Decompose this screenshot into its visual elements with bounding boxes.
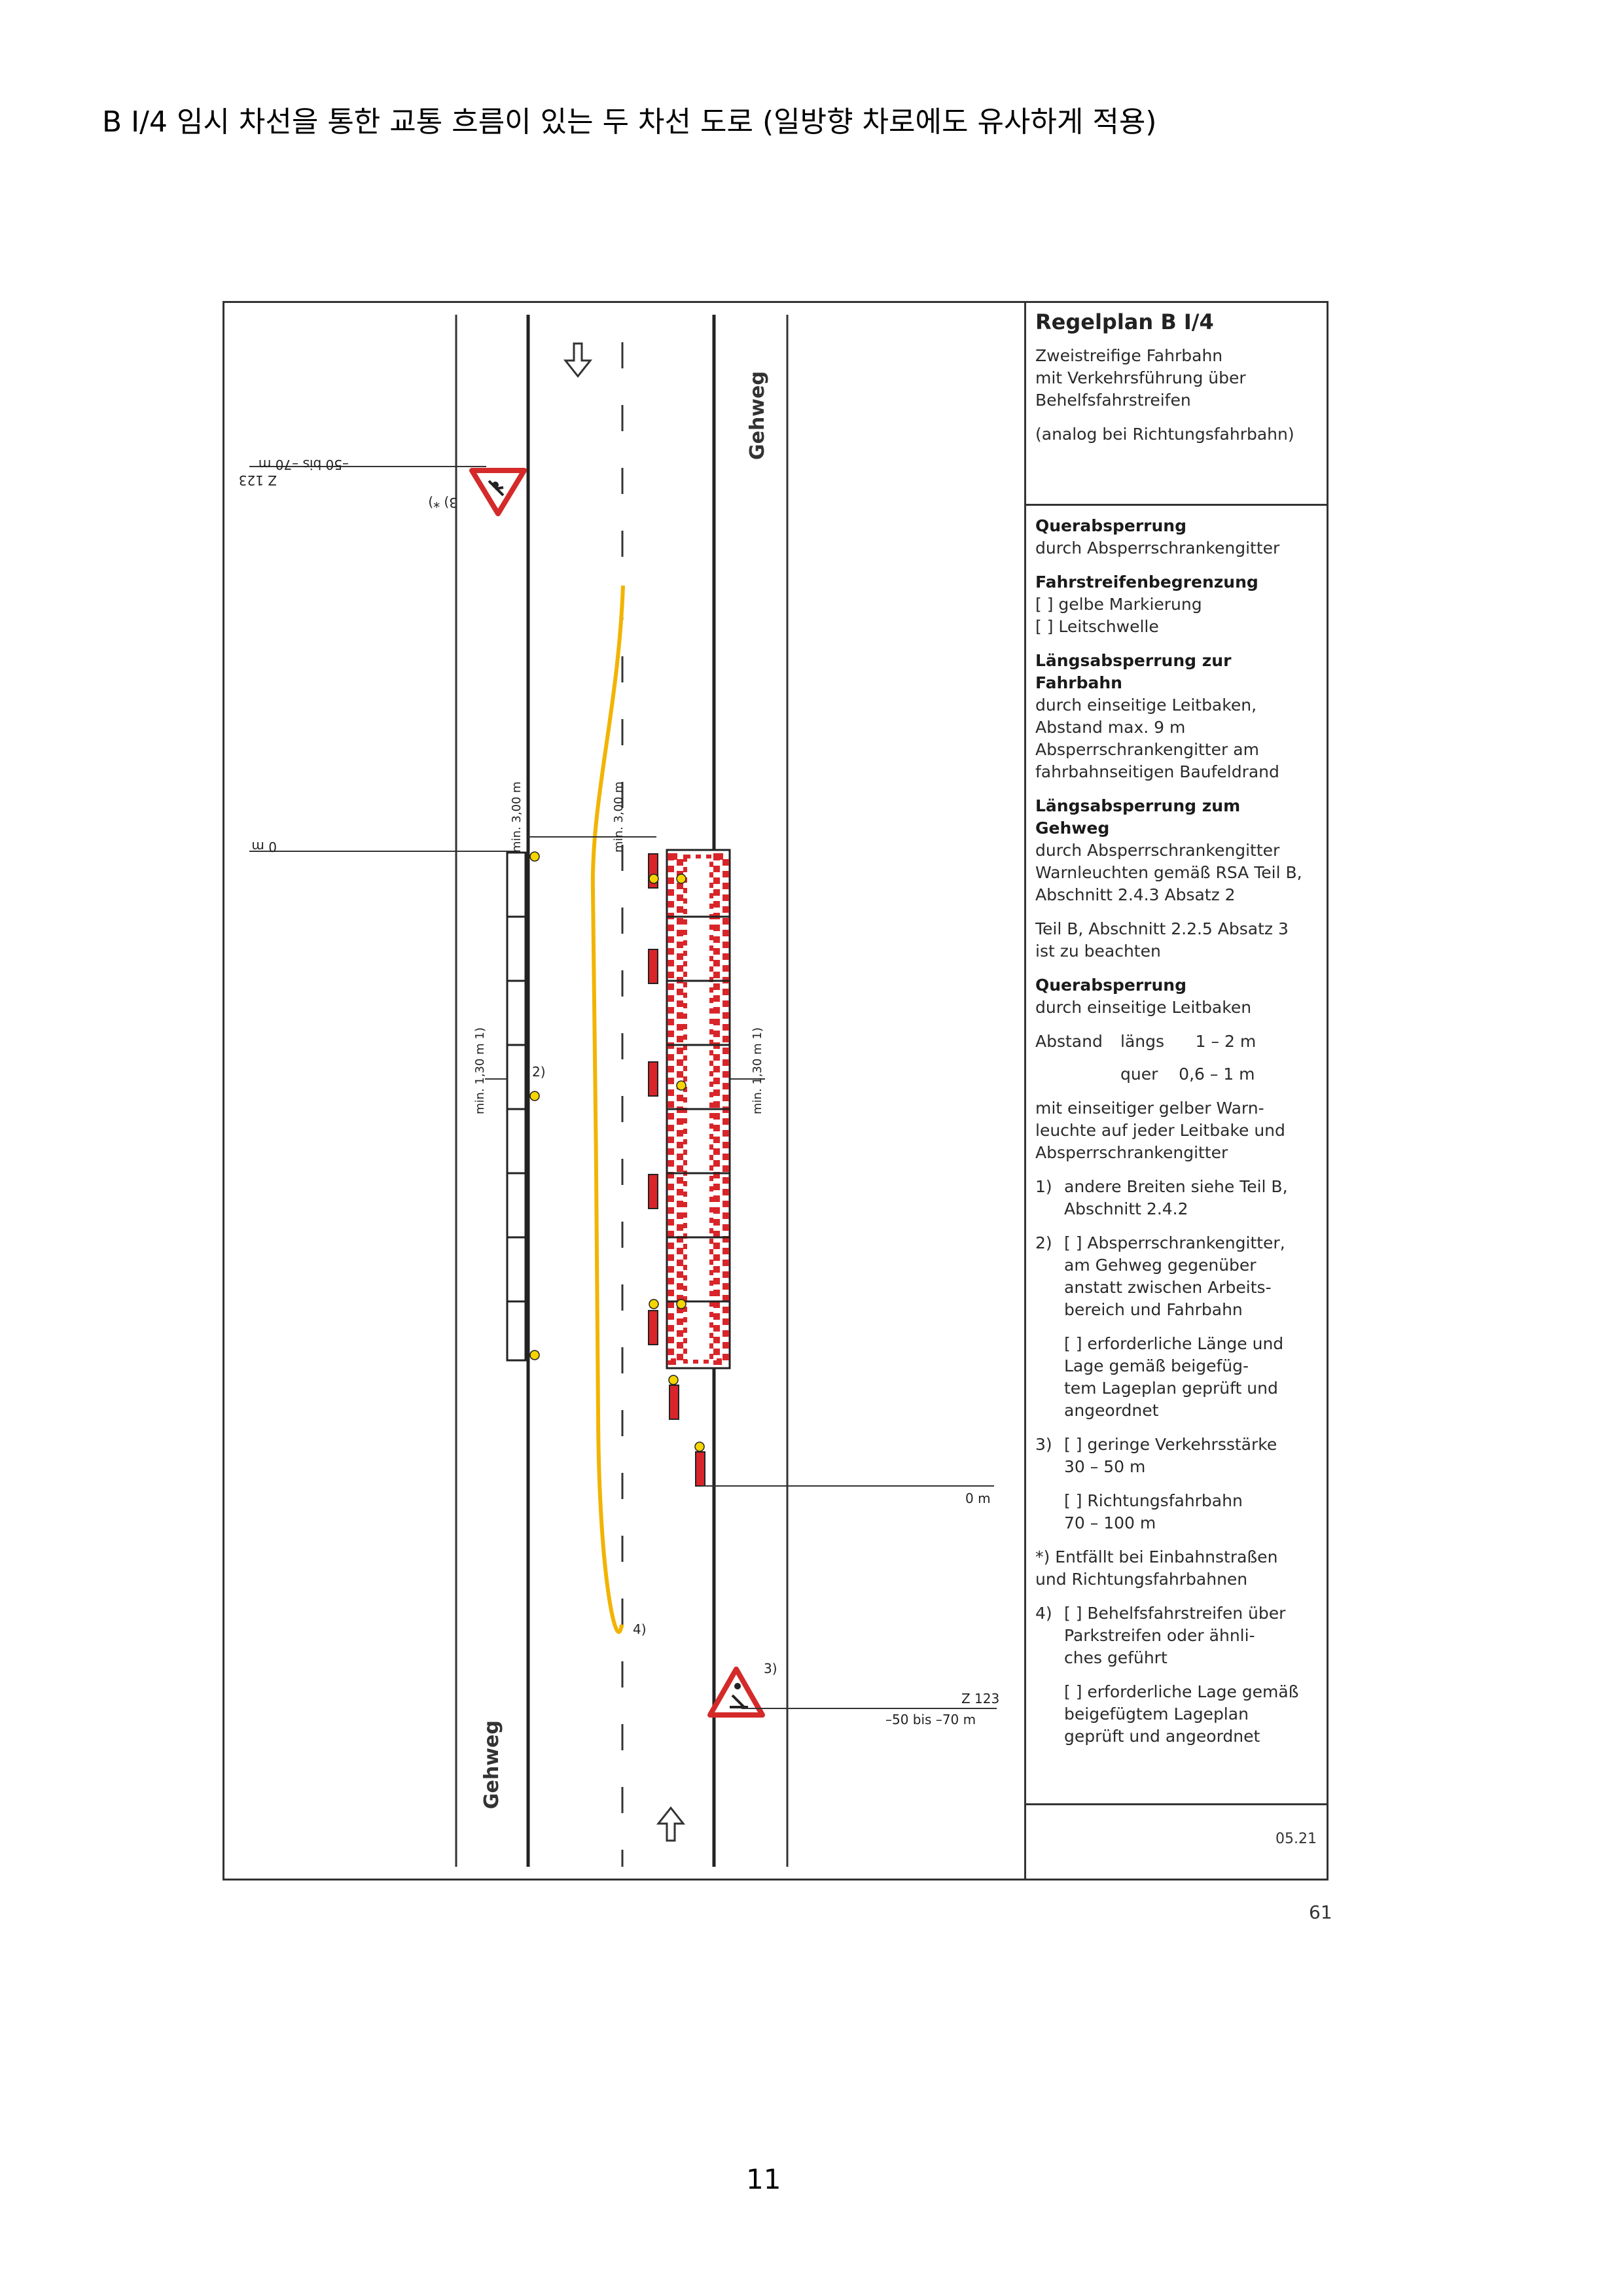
footnote-star: *) Entfällt bei Einbahnstraßen und Richt… (1035, 1547, 1278, 1589)
footnote-text: [ ] erforderliche Lage gemäß beigefügtem… (1064, 1682, 1299, 1746)
sidewalk-label-left: Gehweg (480, 1720, 503, 1809)
min-130-label-a: min. 1,30 m 1) (473, 1027, 487, 1114)
legend-title: Regelplan B I/4 (1035, 309, 1214, 334)
footnote-text: [ ] geringe Verkehrsstärke 30 – 50 m (1064, 1435, 1277, 1476)
footnote-text: [ ] Behelfsfahrstreifen über Parkstreife… (1064, 1604, 1286, 1667)
legend-entry: Fahrstreifenbegrenzung [ ] gelbe Markier… (1035, 571, 1319, 638)
zero-label-right: 0 m (965, 1491, 991, 1506)
footnote-marker-2: 2) (532, 1064, 546, 1080)
entry-text: durch Absperrschrankengitter Warnleuchte… (1035, 841, 1302, 904)
footnote-text: [ ] erforderliche Länge und Lage gemäß b… (1064, 1334, 1284, 1420)
legend-entry: Querabsperrung durch Absperrschrankengit… (1035, 515, 1319, 559)
warning-lamp-icon (529, 851, 540, 1360)
zero-label-left: 0 m (251, 839, 277, 855)
warning-lamp-icon (649, 874, 705, 1452)
legend-entry: Teil B, Abschnitt 2.2.5 Absatz 3 ist zu … (1035, 918, 1319, 963)
footnote-marker-4: 4) (633, 1621, 647, 1637)
page-number: 11 (746, 2163, 781, 2195)
sign-label-top: Z 123 (239, 472, 277, 488)
guide-beacon-icon (648, 853, 705, 1487)
entry-text: durch einseitige Leitbaken, Abstand max.… (1035, 696, 1279, 781)
entry-text: durch Absperrschrankengitter (1035, 539, 1280, 557)
footnote-2: 2) [ ] Absperrschrankengitter, am Gehweg… (1035, 1232, 1319, 1321)
distance-label-bottom: –50 bis –70 m (885, 1712, 976, 1727)
spacing-longitudinal: längs 1 – 2 m (1120, 1032, 1257, 1051)
legend-subtitle-analog: (analog bei Richtungsfahrbahn) (1035, 425, 1294, 444)
footnote-4b: [ ] erforderliche Lage gemäß beigefügtem… (1035, 1681, 1319, 1748)
warning-sign-bottom-icon (707, 1667, 765, 1718)
entry-text: durch einseitige Leitbaken (1035, 998, 1252, 1017)
spacing-label: Abstand (1035, 1032, 1103, 1051)
legend-body: Querabsperrung durch Absperrschrankengit… (1026, 506, 1329, 1748)
legend-entry: Querabsperrung durch einseitige Leitbake… (1035, 974, 1319, 1019)
traffic-plan-drawing: –50 bis –70 m Z 123 3) *) 0 m min. 3,00 … (239, 315, 999, 1867)
footnote-2b: [ ] erforderliche Länge und Lage gemäß b… (1035, 1333, 1319, 1422)
min-300-label-a: min. 3,00 m (510, 781, 524, 853)
footnote-number: 2) (1035, 1233, 1052, 1252)
spacing-transverse: quer 0,6 – 1 m (1120, 1065, 1255, 1084)
arrow-up-icon (656, 1806, 686, 1842)
yellow-temporary-lane-marking (590, 585, 625, 1634)
footnote-number: 4) (1035, 1604, 1052, 1623)
entry-text: Teil B, Abschnitt 2.2.5 Absatz 3 ist zu … (1035, 919, 1289, 961)
sidewalk-label-right: Gehweg (746, 371, 769, 460)
entry-title: Längsabsperrung zum Gehweg (1035, 796, 1241, 838)
page-heading: B I/4 임시 차선을 통한 교통 흐름이 있는 두 차선 도로 (일방향 차… (102, 105, 1157, 139)
legend-entry: Längsabsperrung zur Fahrbahn durch einse… (1035, 650, 1319, 783)
footnote-marker-3-star: 3) *) (428, 495, 457, 510)
legend-subtitle: Zweistreifige Fahrbahn mit Verkehrsführu… (1035, 346, 1246, 410)
footnote-text: andere Breiten siehe Teil B, Abschnitt 2… (1064, 1177, 1288, 1218)
work-area-barrier (666, 849, 731, 1369)
min-130-label-b: min. 1,30 m 1) (751, 1027, 764, 1114)
entry-title: Querabsperrung (1035, 976, 1186, 995)
distance-label-top: –50 bis –70 m (259, 457, 349, 472)
footnote-number: 3) (1035, 1435, 1052, 1454)
left-pedestrian-barrier (506, 851, 527, 1362)
footnote-4: 4) [ ] Behelfsfahrstreifen über Parkstre… (1035, 1602, 1319, 1669)
entry-title: Längsabsperrung zur Fahrbahn (1035, 651, 1232, 692)
legend-entry: Längsabsperrung zum Gehweg durch Absperr… (1035, 795, 1319, 906)
entry-text: mit einseitiger gelber Warn- leuchte auf… (1035, 1099, 1285, 1162)
entry-title: Fahrstreifenbegrenzung (1035, 573, 1258, 592)
footnote-3: 3) [ ] geringe Verkehrsstärke 30 – 50 m (1035, 1434, 1319, 1478)
footnote-3b: [ ] Richtungsfahrbahn 70 – 100 m (1035, 1490, 1319, 1534)
footnote-1: 1) andere Breiten siehe Teil B, Abschnit… (1035, 1176, 1319, 1220)
min-300-label-b: min. 3,00 m (612, 781, 626, 853)
arrow-down-icon (563, 342, 593, 378)
legend-entry: mit einseitiger gelber Warn- leuchte auf… (1035, 1097, 1319, 1164)
spacing-table: Abstand längs 1 – 2 m quer 0,6 – 1 m (1035, 1031, 1319, 1086)
footnote-marker-3: 3) (764, 1661, 777, 1676)
footnote-text: [ ] Richtungsfahrbahn 70 – 100 m (1064, 1491, 1243, 1532)
legend-footer: 05.21 (1026, 1803, 1329, 1879)
legend-panel: Regelplan B I/4 Zweistreifige Fahrbahn m… (1024, 303, 1329, 1879)
footnote-number: 1) (1035, 1177, 1052, 1196)
entry-text: [ ] gelbe Markierung [ ] Leitschwelle (1035, 595, 1202, 636)
sign-label-bottom: Z 123 (961, 1691, 999, 1706)
entry-title: Querabsperrung (1035, 516, 1186, 535)
regelplan-figure: –50 bis –70 m Z 123 3) *) 0 m min. 3,00 … (223, 301, 1329, 1881)
legend-header: Regelplan B I/4 Zweistreifige Fahrbahn m… (1026, 303, 1329, 506)
figure-page-number: 61 (1309, 1901, 1332, 1923)
footnote-text: [ ] Absperrschrankengitter, am Gehweg ge… (1064, 1233, 1285, 1319)
version-date: 05.21 (1275, 1831, 1317, 1847)
warning-sign-top-icon (469, 468, 527, 516)
